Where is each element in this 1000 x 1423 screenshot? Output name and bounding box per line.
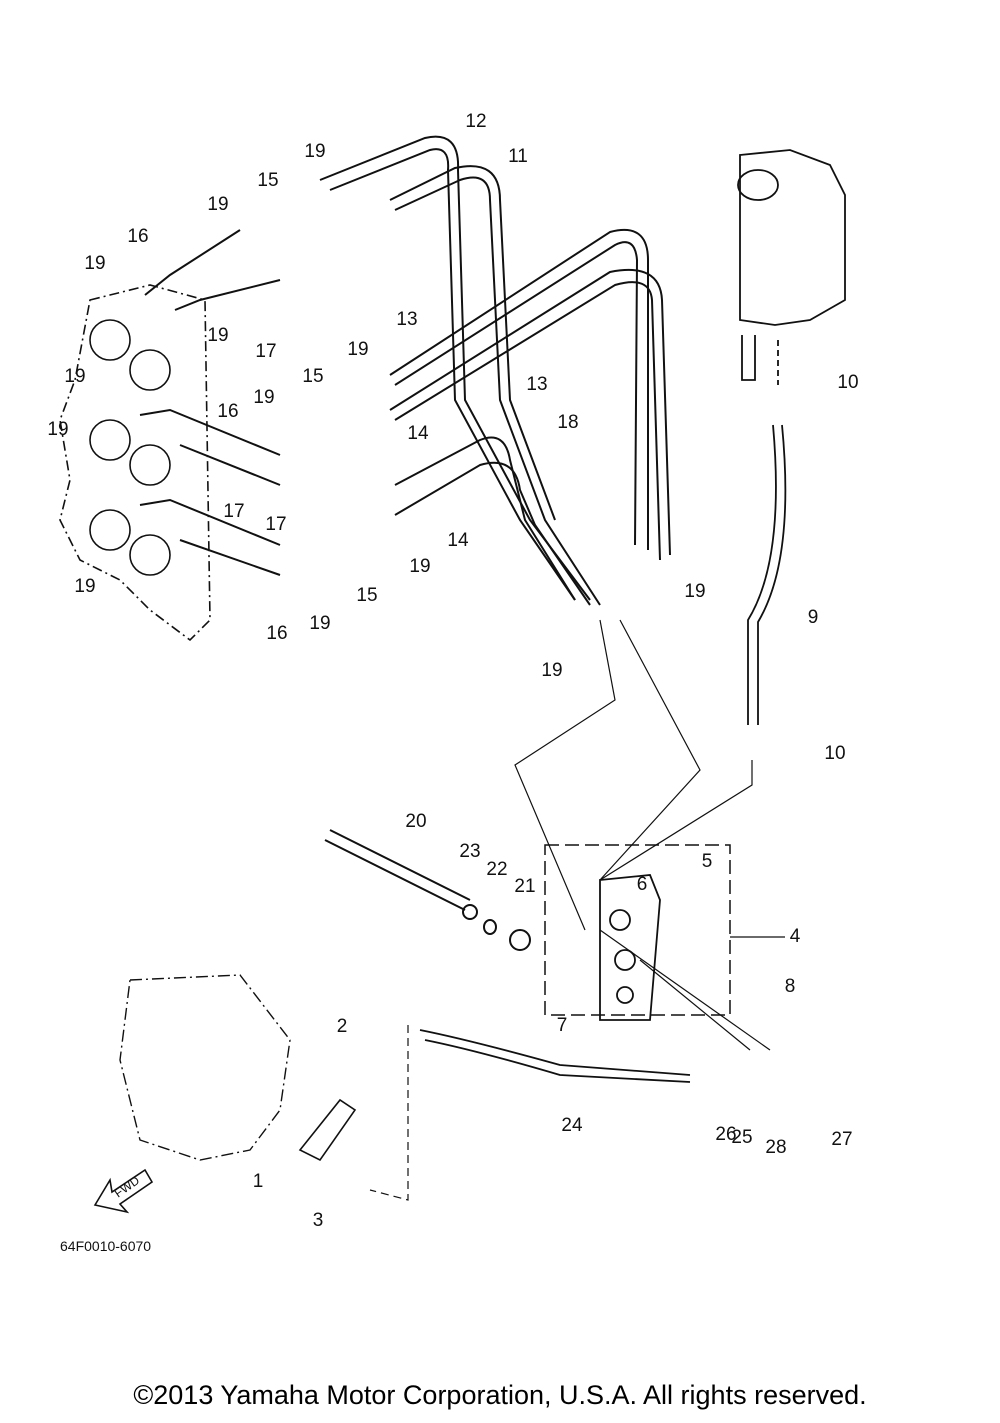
part-label: 19	[541, 660, 563, 681]
part-label: 23	[459, 841, 481, 862]
part-label: 10	[837, 372, 859, 393]
hoses	[139, 135, 671, 606]
drive-shaft	[324, 829, 471, 911]
part-label: 13	[396, 309, 418, 330]
part-label: 19	[84, 253, 106, 274]
part-label: 13	[526, 374, 548, 395]
part-label: 14	[407, 423, 429, 444]
part-label: 2	[336, 1016, 348, 1037]
part-label: 3	[312, 1210, 324, 1231]
part-label: 22	[486, 859, 508, 880]
oil-seal	[509, 929, 531, 951]
lower-case	[119, 974, 291, 1161]
fwd-arrow	[93, 1168, 154, 1214]
part-label: 16	[127, 226, 149, 247]
part-label: 25	[731, 1127, 753, 1148]
link-lever	[298, 1098, 357, 1162]
leader-lines	[369, 619, 785, 1201]
part-label: 9	[807, 607, 819, 628]
hose-9	[747, 424, 787, 725]
part-label: 19	[347, 339, 369, 360]
part-label: 19	[207, 325, 229, 346]
part-label: 14	[447, 530, 469, 551]
part-label: 17	[255, 341, 277, 362]
part-label: 4	[789, 926, 801, 947]
part-label: 19	[64, 366, 86, 387]
part-label: 5	[701, 851, 713, 872]
part-label: 20	[405, 811, 427, 832]
fwd-label: FWD	[112, 1173, 143, 1200]
part-label: 6	[636, 874, 648, 895]
part-label: 11	[508, 146, 528, 167]
part-label: 19	[409, 556, 431, 577]
part-label: 8	[784, 976, 796, 997]
o-ring	[483, 919, 497, 935]
hose-24	[419, 1029, 691, 1083]
part-label: 10	[824, 743, 846, 764]
oil-pump-box	[544, 844, 731, 1016]
copyright: ©2013 Yamaha Motor Corporation, U.S.A. A…	[133, 1380, 867, 1410]
part-label: 1	[252, 1171, 264, 1192]
part-label: 19	[309, 613, 331, 634]
part-label: 21	[514, 876, 536, 897]
part-label: 27	[831, 1129, 853, 1150]
part-label: 19	[74, 576, 96, 597]
part-label: 17	[265, 514, 287, 535]
part-label: 19	[47, 419, 69, 440]
part-label: 16	[266, 623, 288, 644]
cylinder-head	[59, 284, 211, 642]
part-label: 19	[253, 387, 275, 408]
part-label: 19	[684, 581, 706, 602]
part-label: 28	[765, 1137, 787, 1158]
part-label: 12	[465, 111, 487, 132]
part-label: 15	[257, 170, 279, 191]
part-label: 15	[302, 366, 324, 387]
part-label: 16	[217, 401, 239, 422]
part-label: 26	[715, 1124, 737, 1145]
washer	[462, 904, 478, 920]
part-label: 19	[207, 194, 229, 215]
part-label: 19	[304, 141, 326, 162]
part-label: 24	[561, 1115, 583, 1136]
part-label: 15	[356, 585, 378, 606]
part-label: 17	[223, 501, 245, 522]
oil-tank	[737, 149, 846, 385]
part-label: 7	[556, 1015, 568, 1036]
part-label: 18	[557, 412, 579, 433]
drawing-code: 64F0010-6070	[60, 1238, 152, 1254]
oil-pump	[599, 874, 661, 1021]
